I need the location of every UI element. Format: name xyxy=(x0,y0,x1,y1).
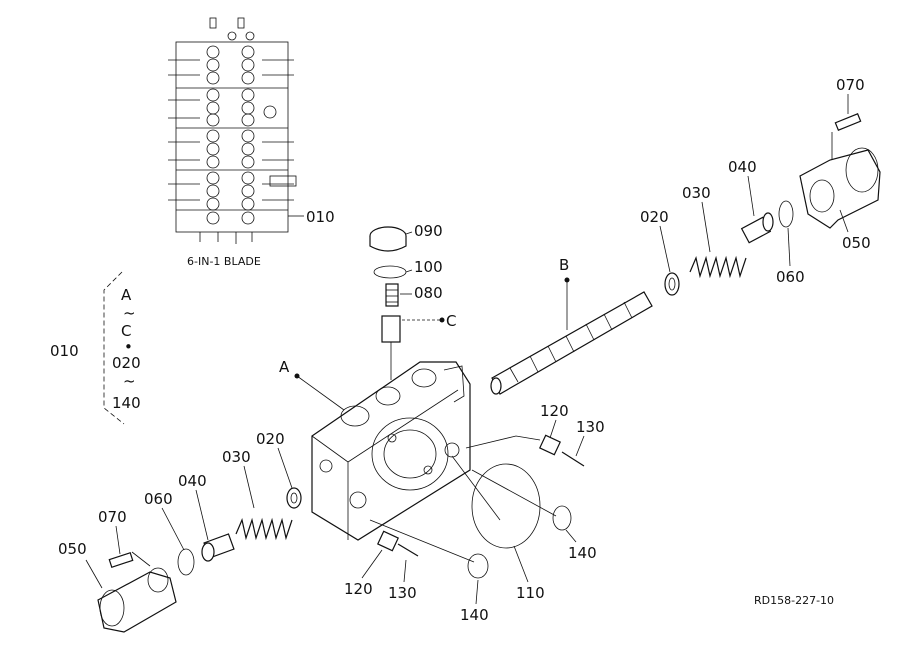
oring-100 xyxy=(373,265,407,279)
left-oring-060 xyxy=(177,548,195,576)
check-C xyxy=(381,315,401,380)
inset-spool-circles-left xyxy=(206,45,220,225)
spool-assembly xyxy=(490,291,653,395)
bracket-line-2: ~ xyxy=(123,304,136,322)
callout-020-left: 020 xyxy=(256,430,285,448)
oring-140-bottom xyxy=(467,553,489,579)
callout-120-right: 120 xyxy=(540,402,569,420)
bracket-line-5: 020 xyxy=(112,354,141,372)
callout-070-right: 070 xyxy=(836,76,865,94)
callout-040-left: 040 xyxy=(178,472,207,490)
bracket-ref-label: 010 xyxy=(50,342,79,360)
left-spacer-040 xyxy=(201,533,235,562)
drawing-code: RD158-227-10 xyxy=(754,594,834,607)
callout-010-inset: 010 xyxy=(306,208,335,226)
left-cap-050 xyxy=(97,567,177,633)
right-cap-050 xyxy=(799,147,881,229)
callout-060-left: 060 xyxy=(144,490,173,508)
callout-B: B xyxy=(559,256,569,274)
inset-caption: 6-IN-1 BLADE xyxy=(187,255,261,268)
right-bolt-070 xyxy=(831,113,862,160)
fitting-120-right xyxy=(538,434,562,456)
callout-030-left: 030 xyxy=(222,448,251,466)
bracket-line-4: • xyxy=(124,338,133,356)
callout-070-left: 070 xyxy=(98,508,127,526)
callout-050-left: 050 xyxy=(58,540,87,558)
screw-130-right xyxy=(561,451,585,467)
callout-060-right: 060 xyxy=(776,268,805,286)
callout-140-right: 140 xyxy=(568,544,597,562)
bracket-legend xyxy=(103,271,125,425)
callout-020-right: 020 xyxy=(640,208,669,226)
callout-090: 090 xyxy=(414,222,443,240)
callout-A: A xyxy=(279,358,290,376)
left-seat-020 xyxy=(286,487,302,509)
spring-080 xyxy=(385,283,399,307)
valve-body xyxy=(311,361,471,541)
callout-050-right: 050 xyxy=(842,234,871,252)
right-spring-030 xyxy=(689,255,747,279)
bracket-line-6: ~ xyxy=(123,372,136,390)
callout-080: 080 xyxy=(414,284,443,302)
callout-140-bottom: 140 xyxy=(460,606,489,624)
fitting-120-bottom xyxy=(376,530,400,552)
callout-110: 110 xyxy=(516,584,545,602)
left-spring-030 xyxy=(235,517,293,541)
callout-120-bottom: 120 xyxy=(344,580,373,598)
right-seat-020 xyxy=(664,272,680,296)
bracket-line-1: A xyxy=(121,286,132,304)
screw-130-bottom xyxy=(397,543,419,557)
left-bolt-070 xyxy=(108,552,134,568)
right-oring-060 xyxy=(778,200,794,228)
callout-100: 100 xyxy=(414,258,443,276)
oring-140-right xyxy=(552,505,572,531)
bracket-line-3: C xyxy=(121,322,131,340)
plug-090 xyxy=(369,226,407,252)
callout-130-right: 130 xyxy=(576,418,605,436)
oring-110 xyxy=(471,463,541,549)
callout-040-right: 040 xyxy=(728,158,757,176)
callout-030-right: 030 xyxy=(682,184,711,202)
callout-C: C xyxy=(446,312,456,330)
inset-spool-circles-right xyxy=(241,45,277,225)
inset-valve-stack xyxy=(168,17,304,244)
callout-130-bottom: 130 xyxy=(388,584,417,602)
bracket-line-7: 140 xyxy=(112,394,141,412)
right-spacer-040 xyxy=(740,212,774,244)
